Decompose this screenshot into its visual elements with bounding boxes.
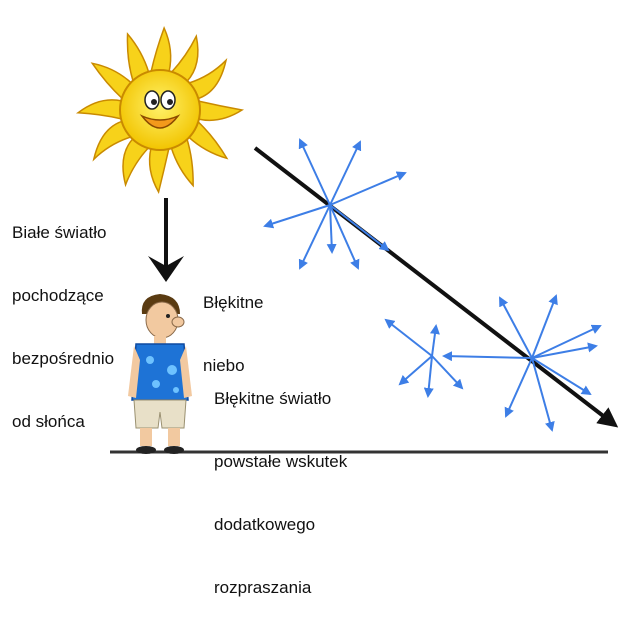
blue-light-line-1: Błękitne światło [214, 389, 332, 408]
sun-ray [197, 100, 245, 122]
direct-light-arrowhead [148, 256, 184, 282]
scatter-arrow [431, 355, 464, 390]
sun-icon [75, 26, 245, 195]
blue-sky-line-2: niebo [203, 356, 245, 375]
sun-ray [150, 26, 172, 73]
scatter-burst-lower [499, 294, 602, 432]
scatter-arrow [329, 171, 407, 206]
white-light-line-1: Białe światło [12, 223, 107, 242]
scatter-burst-secondary [384, 318, 464, 398]
scatter-arrow [398, 355, 433, 386]
scatter-arrow [326, 204, 337, 254]
scatter-arrow [423, 355, 434, 398]
scatter-arrow [499, 296, 533, 359]
blue-sky-line-1: Błękitne [203, 293, 264, 312]
white-light-label: Białe światło pochodzące bezpośrednio od… [12, 180, 114, 453]
scatter-arrow [263, 204, 331, 229]
scatter-arrow [531, 324, 602, 359]
sun-ray [122, 137, 150, 188]
person-icon [128, 294, 192, 454]
sun-ray [90, 62, 133, 100]
blue-light-line-2: powstałe wskutek [214, 452, 348, 471]
sun-ray [170, 137, 194, 188]
blue-light-scatter-label: Błękitne światło powstałe wskutek dodatk… [214, 346, 347, 619]
scatter-arrow [504, 357, 533, 418]
blue-sky-label: Błękitne niebo [203, 250, 263, 397]
sun-ray [187, 57, 228, 100]
sun-ray [126, 32, 150, 83]
scatter-arrow [531, 342, 598, 359]
secondary-scatter-arrow [442, 351, 533, 362]
scatter-arrow [329, 204, 390, 252]
blue-light-line-3: dodatkowego [214, 515, 316, 534]
sun-ray [170, 33, 199, 83]
scatter-burst-upper [263, 138, 407, 270]
sun-ray [148, 147, 170, 195]
scatter-arrow [531, 357, 592, 396]
white-light-line-4: od słońca [12, 412, 85, 431]
scatter-arrow [298, 204, 331, 270]
rayleigh-scattering-diagram [75, 26, 619, 454]
scatter-arrow [531, 294, 558, 359]
scatter-arrow [531, 357, 555, 432]
sun-ray [92, 120, 133, 162]
scatter-arrow [329, 140, 362, 206]
scatter-arrow [384, 318, 433, 357]
white-light-line-2: pochodzące [12, 286, 104, 305]
sun-ray [75, 99, 123, 120]
scatter-arrow [429, 324, 440, 357]
sun-ray [187, 120, 229, 160]
scatter-arrow [329, 204, 360, 270]
scatter-arrow [298, 138, 331, 206]
blue-light-line-4: rozpraszania [214, 578, 312, 597]
sunlight-beam-arrow [253, 146, 619, 428]
white-light-line-3: bezpośrednio [12, 349, 115, 368]
